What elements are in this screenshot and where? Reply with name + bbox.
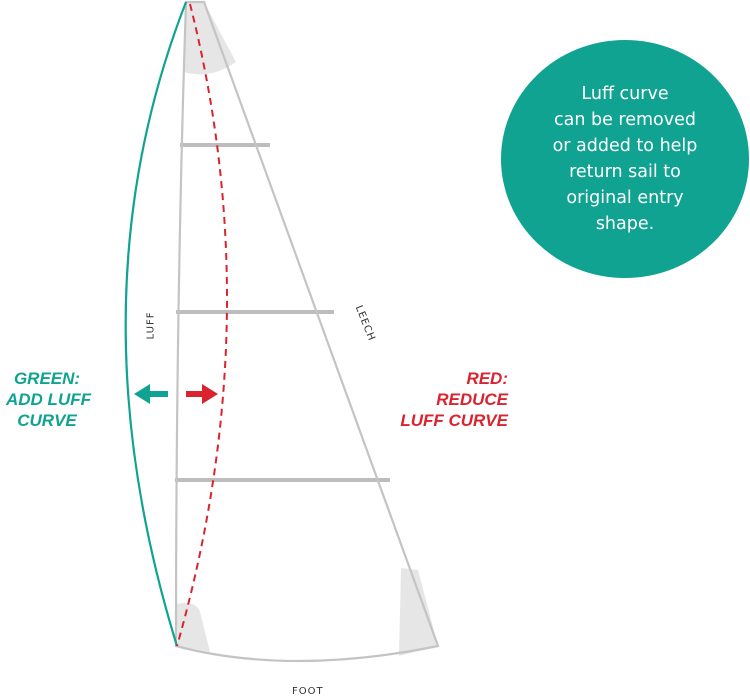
red-label-line-2: REDUCE [436,390,508,409]
clew-patch [399,568,438,656]
red-label-line-1: RED: [466,369,508,388]
callout-line-2: can be removed [554,110,696,130]
callout-line-5: original entry [566,188,684,208]
arrow-left-icon [134,384,168,404]
green-luff-curve [124,1,188,647]
callout-line-4: return sail to [569,162,681,182]
green-label-line-2: ADD LUFF [6,390,91,409]
red-luff-curve [176,3,228,647]
green-label: GREEN: ADD LUFF CURVE [6,368,91,431]
callout-line-1: Luff curve [581,84,669,104]
callout-circle [501,40,749,278]
callout-line-3: or added to help [552,136,698,156]
green-label-line-1: GREEN: [13,369,81,388]
red-label: RED: REDUCE LUFF CURVE [398,368,508,431]
callout-text: Luff curve can be removed or added to he… [501,40,749,278]
head-patch [184,2,236,75]
tack-patch [176,603,210,652]
red-label-line-3: LUFF CURVE [400,411,508,430]
luff-label: LUFF [145,311,157,340]
sail-outline [174,0,440,663]
foot-label: FOOT [292,686,324,697]
arrow-right-icon [186,384,218,404]
green-label-line-3: CURVE [17,411,77,430]
callout-line-6: shape. [595,214,655,234]
